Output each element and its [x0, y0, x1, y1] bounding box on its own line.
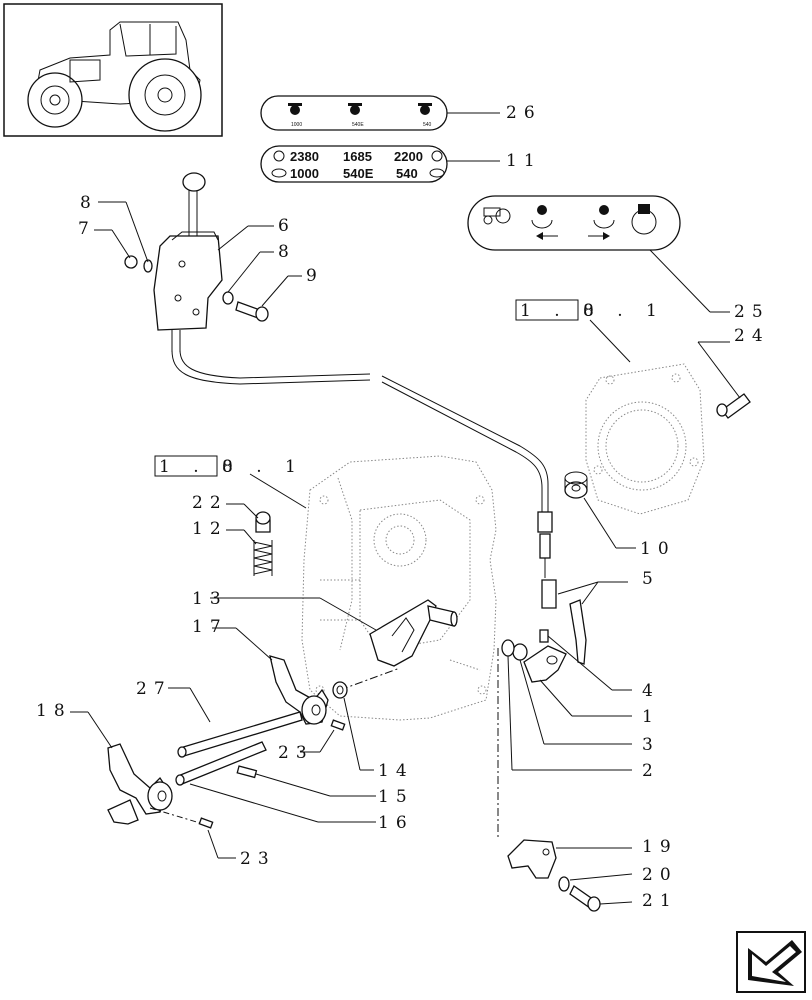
- callout-16: 16: [378, 813, 414, 833]
- callout-12: 12: [192, 519, 228, 539]
- callout-6: 6: [278, 216, 296, 236]
- shift-rod-27: [177, 711, 303, 758]
- washer-14: [332, 681, 348, 699]
- callout-3: 3: [642, 735, 660, 755]
- control-cable: [171, 349, 553, 578]
- spring-12: [253, 540, 273, 576]
- tractor-icon: [483, 207, 511, 225]
- clevis-5: [541, 579, 587, 665]
- callout-18: 18: [36, 701, 72, 721]
- callout-9: 9: [306, 266, 324, 286]
- callout-25: 25: [734, 302, 770, 322]
- roll-pin-23: [330, 719, 346, 731]
- tractor-thumbnail-icon: [3, 3, 223, 137]
- pto-shaft-icon: [418, 103, 432, 115]
- callout-14: 14: [378, 761, 414, 781]
- callout-20: 20: [642, 865, 678, 885]
- callout-4: 4: [642, 681, 660, 701]
- pto-shaft-icon: [288, 103, 302, 115]
- gear-lever-assembly: [153, 172, 223, 352]
- decal-label: 540: [423, 122, 432, 128]
- pto-engaged-icon: [631, 204, 657, 235]
- o-ring-2: [501, 639, 515, 657]
- selector-13: [369, 599, 458, 667]
- callout-13: 13: [192, 589, 228, 609]
- pto-shaft-icon: [348, 103, 362, 115]
- detent-22: [255, 511, 271, 533]
- callout-8: 8: [80, 193, 98, 213]
- bolt-9: [235, 301, 269, 322]
- callout-21: 21: [642, 891, 678, 911]
- transmission-housing-reference: [301, 455, 497, 721]
- callout-23: 23: [278, 743, 314, 763]
- decal-label: 540E: [352, 122, 364, 128]
- decal-value: 2200: [394, 149, 423, 164]
- shift-fork-18: [107, 743, 173, 825]
- decal-value: 540E: [343, 166, 374, 181]
- decal-value: 2380: [290, 149, 319, 164]
- callout-5: 5: [642, 569, 660, 589]
- decal-value: 1685: [343, 149, 372, 164]
- callout-24: 24: [734, 326, 770, 346]
- bolt-24: [716, 393, 751, 419]
- bolt-21: [569, 885, 601, 912]
- arrow-right-icon: [588, 232, 610, 240]
- shift-rod-16: [175, 741, 267, 786]
- callout-11: 11: [506, 151, 542, 171]
- decal-pto-direction: [467, 195, 681, 251]
- ref-boxed-text: 1 . 8: [159, 457, 242, 477]
- decal-value: 1000: [290, 166, 319, 181]
- washer-3: [512, 643, 528, 661]
- ref-rest-text: 0 . 1: [583, 301, 666, 321]
- callout-15: 15: [378, 787, 414, 807]
- washer-8: [222, 291, 234, 305]
- callout-10: 10: [640, 539, 676, 559]
- callout-22: 22: [192, 493, 228, 513]
- arrow-left-icon: [536, 232, 558, 240]
- pto-shaft-icon: [593, 205, 615, 229]
- decal-engine-rpm: 2380 1685 2200 1000 540E 540: [260, 145, 448, 183]
- ref-boxed-text: 1 . 8: [520, 301, 603, 321]
- decal-value: 540: [396, 166, 418, 181]
- callout-8: 8: [278, 242, 296, 262]
- grommet-10: [564, 471, 588, 499]
- washer-8: [143, 259, 153, 273]
- callout-26: 26: [506, 103, 542, 123]
- decal-pto-speeds: 1000 540E 540: [260, 95, 448, 131]
- callout-2: 2: [642, 761, 660, 781]
- pto-speed-icon: [271, 168, 287, 178]
- bracket-19: [507, 839, 557, 879]
- next-page-arrow-icon[interactable]: [736, 931, 806, 993]
- callout-7: 7: [78, 219, 96, 239]
- engine-speed-icon: [273, 150, 285, 162]
- lever-1: [523, 645, 567, 683]
- callout-1: 1: [642, 707, 660, 727]
- cover-plate-reference: [585, 363, 705, 515]
- pto-shaft-icon: [531, 205, 553, 229]
- ref-rest-text: 0 . 1: [222, 457, 305, 477]
- engine-speed-icon: [431, 150, 443, 162]
- pto-speed-icon: [429, 168, 445, 178]
- decal-label: 1000: [291, 122, 302, 128]
- pin-4: [539, 629, 549, 643]
- callout-27: 27: [136, 679, 172, 699]
- washer-20: [558, 876, 570, 892]
- roll-pin-23: [198, 817, 214, 829]
- roll-pin-15: [236, 765, 258, 779]
- callout-23: 23: [240, 849, 276, 869]
- nut-7: [124, 255, 138, 269]
- callout-19: 19: [642, 837, 678, 857]
- callout-17: 17: [192, 617, 228, 637]
- shift-fork-17: [269, 655, 329, 725]
